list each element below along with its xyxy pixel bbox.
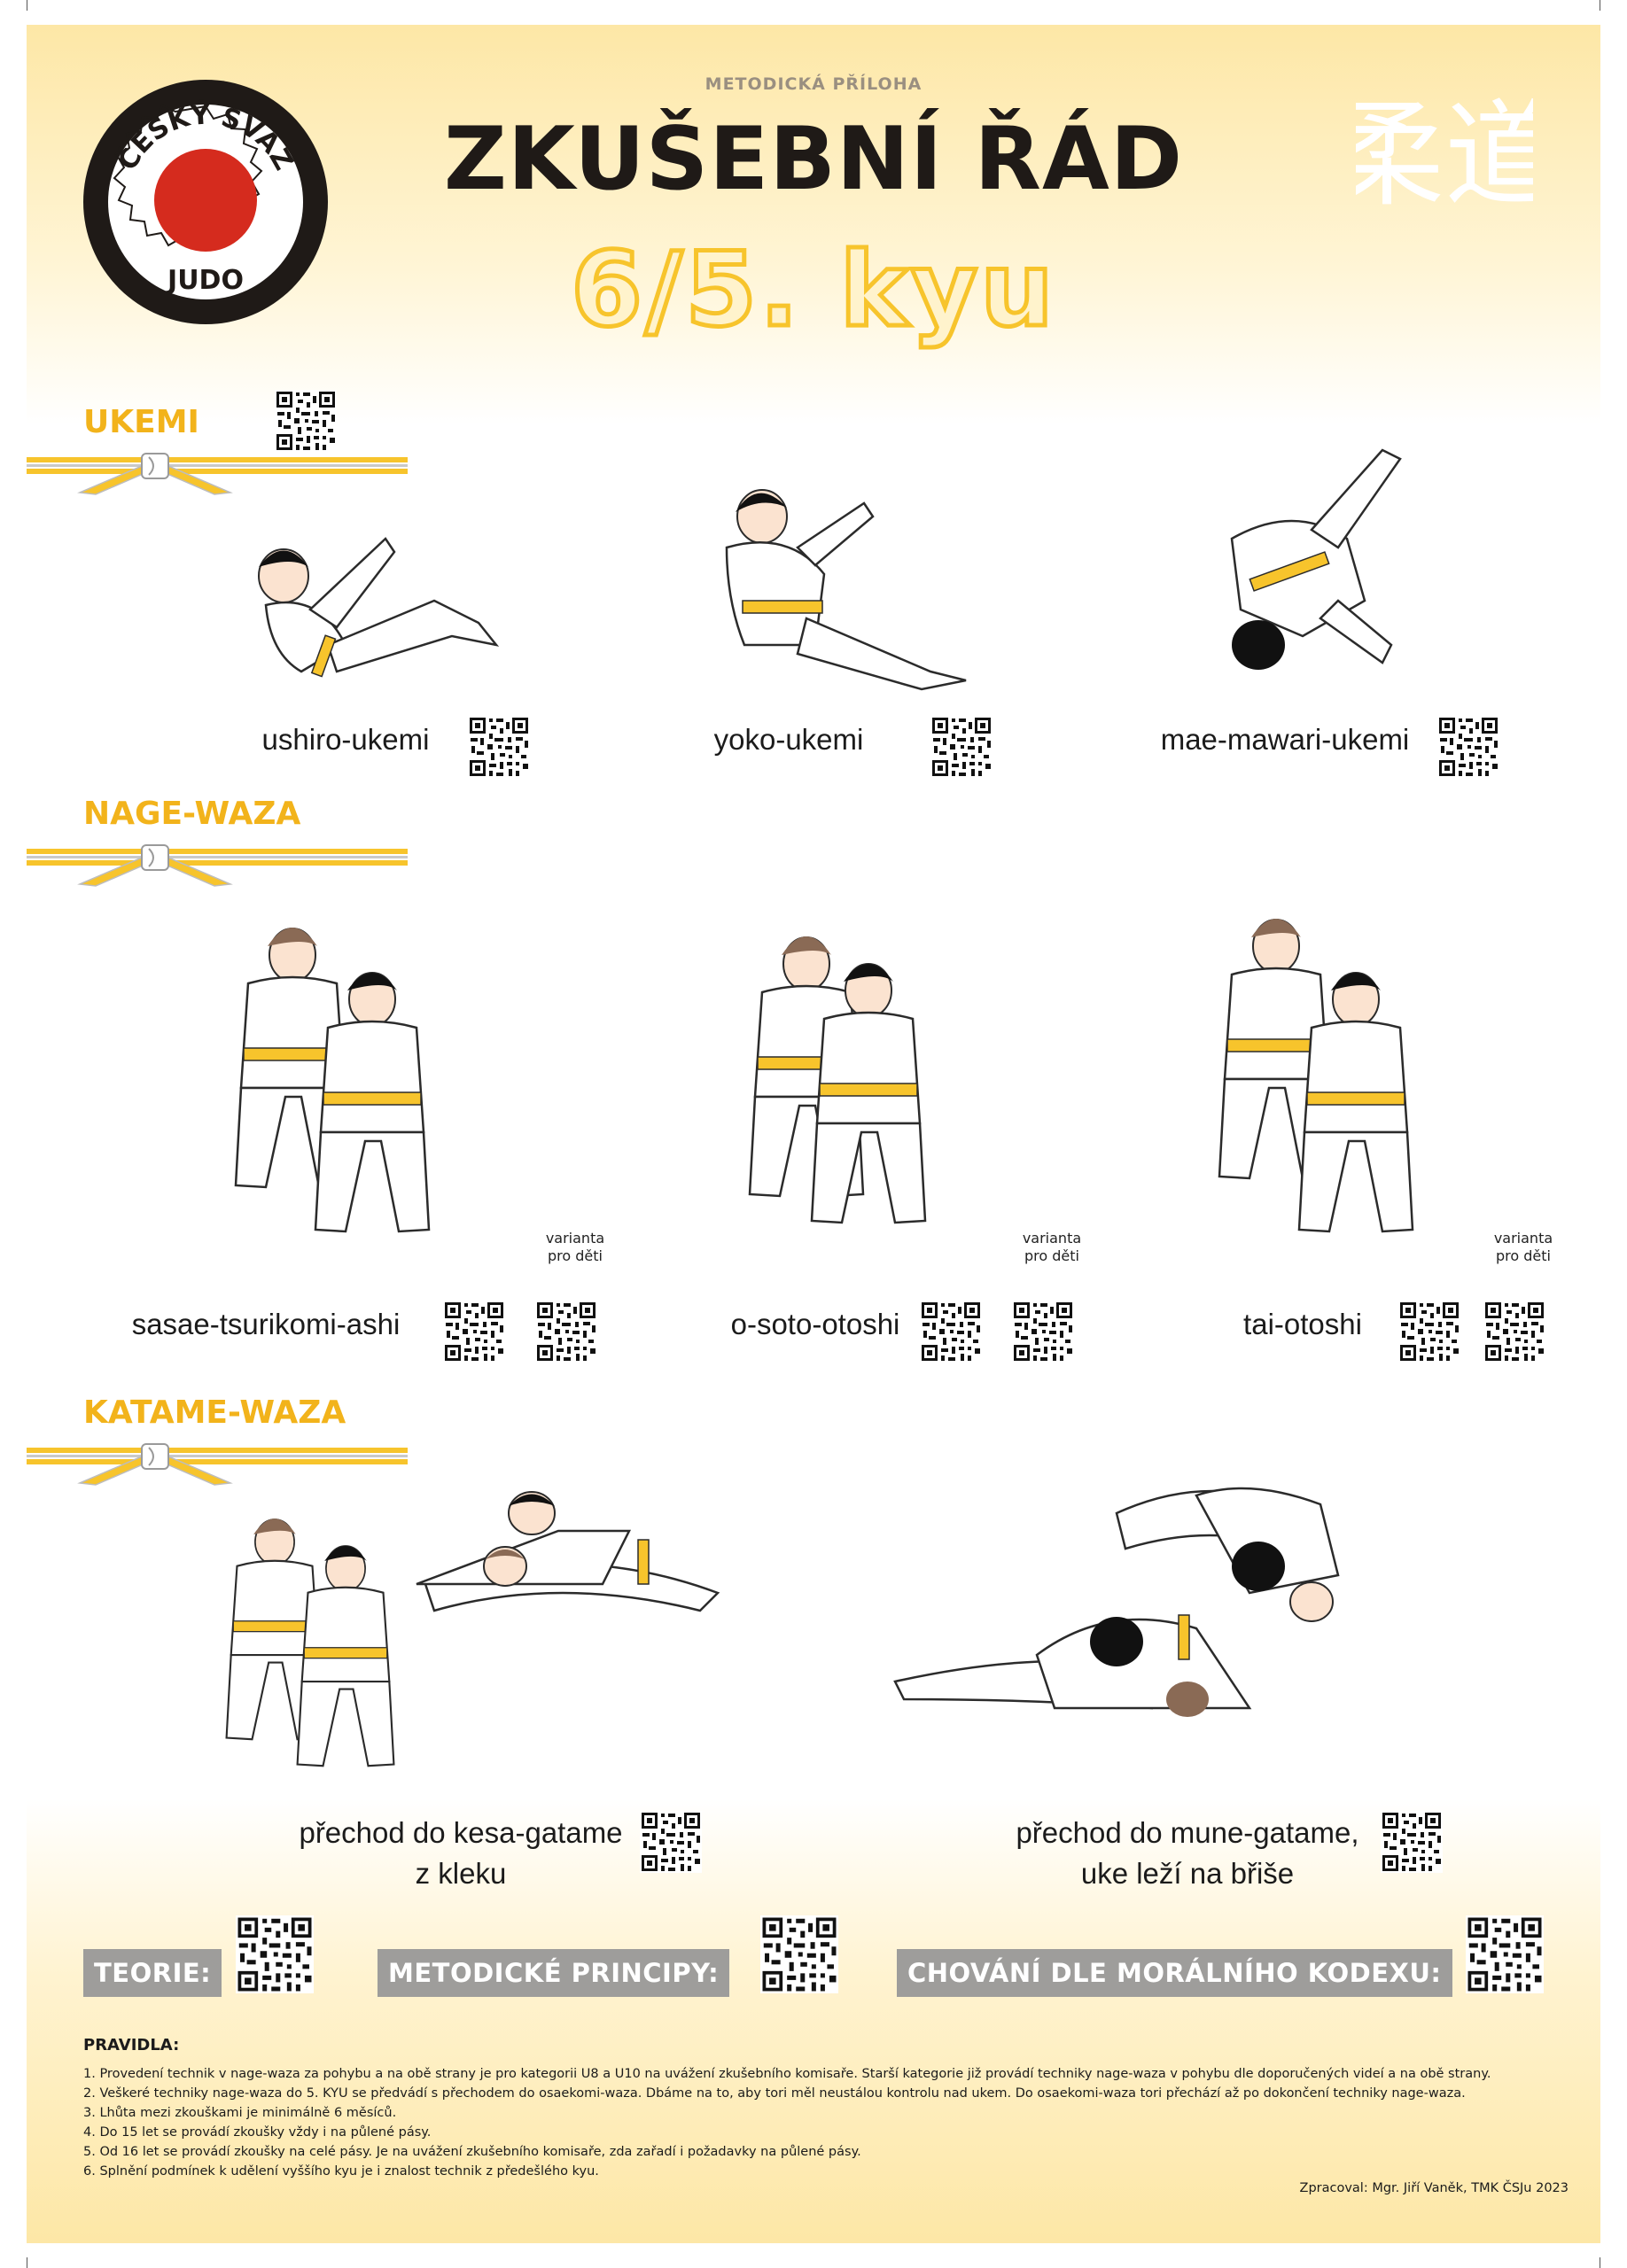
qr-code-yoko-ukemi[interactable] bbox=[930, 716, 994, 780]
rules-list: 1. Provedení technik v nage-waza za pohy… bbox=[83, 2064, 1572, 2181]
qr-code-tai-otoshi-kids[interactable] bbox=[1483, 1301, 1547, 1364]
kanji-text: 柔道 bbox=[1356, 88, 1533, 222]
page-subtitle: METODICKÁ PŘÍLOHA bbox=[705, 74, 922, 94]
section-title-ukemi: UKEMI bbox=[83, 404, 199, 440]
figure-o-soto-otoshi bbox=[748, 935, 927, 1224]
figure-sasae-tsurikomi-ashi bbox=[234, 926, 431, 1233]
label-sasae-tsurikomi-ashi: sasae-tsurikomi-ashi bbox=[131, 1308, 401, 1340]
qr-code-teorie[interactable] bbox=[236, 1915, 314, 1993]
figure-ushiro-ukemi bbox=[258, 537, 500, 678]
rule-item: 3. Lhůta mezi zkouškami je minimálně 6 m… bbox=[83, 2106, 397, 2120]
label-o-soto-otoshi: o-soto-otoshi bbox=[730, 1308, 900, 1340]
label-mae-mawari-ukemi: mae-mawari-ukemi bbox=[1160, 723, 1410, 756]
qr-code-ushiro-ukemi[interactable] bbox=[468, 716, 532, 780]
figure-yoko-ukemi bbox=[725, 489, 967, 691]
csju-logo: ČESKÝ SVAZ JUDO bbox=[82, 78, 330, 326]
qr-code-sasae-tsurikomi-ashi[interactable] bbox=[443, 1301, 507, 1364]
label-kesa-gatame-transition: přechod do kesa-gatame z kleku bbox=[248, 1813, 673, 1894]
section-title-nage-waza: NAGE-WAZA bbox=[83, 796, 301, 832]
qr-code-ukemi[interactable] bbox=[275, 390, 339, 454]
variant-label: varianta pro děti bbox=[1022, 1230, 1082, 1264]
label-line: z kleku bbox=[415, 1857, 507, 1890]
rule-item: 4. Do 15 let se provádí zkoušky vždy i n… bbox=[83, 2125, 432, 2140]
label-yoko-ukemi: yoko-ukemi bbox=[713, 723, 864, 756]
qr-code-o-soto-otoshi[interactable] bbox=[920, 1301, 984, 1364]
qr-code-o-soto-otoshi-kids[interactable] bbox=[1012, 1301, 1076, 1364]
label-line: uke leží na břiše bbox=[1080, 1857, 1295, 1890]
rule-item: 1. Provedení technik v nage-waza za pohy… bbox=[83, 2067, 1491, 2081]
rule-item: 2. Veškeré techniky nage-waza do 5. KYU … bbox=[83, 2086, 1466, 2101]
page-title: ZKUŠEBNÍ ŘÁD bbox=[443, 109, 1184, 210]
qr-code-metodicke-principy[interactable] bbox=[760, 1915, 838, 1993]
label-tai-otoshi: tai-otoshi bbox=[1243, 1308, 1362, 1340]
qr-code-mune-gatame[interactable] bbox=[1381, 1811, 1444, 1875]
label-line: přechod do mune-gatame, bbox=[1016, 1816, 1359, 1849]
teorie-label: TEORIE: bbox=[83, 1949, 222, 1997]
variant-label: varianta pro děti bbox=[545, 1230, 605, 1264]
figure-kesa-gatame-transition bbox=[225, 1491, 720, 1767]
qr-code-moralni-kodex[interactable] bbox=[1466, 1915, 1544, 1993]
qr-code-kesa-gatame[interactable] bbox=[640, 1811, 704, 1875]
poster-page: ČESKÝ SVAZ JUDO METODICKÁ PŘÍLOHA ZKUŠEB… bbox=[27, 25, 1600, 2243]
credit-text: Zpracoval: Mgr. Jiří Vaněk, TMK ČSJu 202… bbox=[1299, 2181, 1569, 2195]
figure-mune-gatame-transition bbox=[893, 1487, 1340, 1717]
qr-code-mae-mawari-ukemi[interactable] bbox=[1437, 716, 1501, 780]
figure-mae-mawari-ukemi bbox=[1230, 448, 1402, 670]
variant-label: varianta pro děti bbox=[1493, 1230, 1553, 1264]
label-mune-gatame-transition: přechod do mune-gatame, uke leží na břiš… bbox=[966, 1813, 1409, 1894]
label-line: přechod do kesa-gatame bbox=[299, 1816, 623, 1849]
rules-title: PRAVIDLA: bbox=[83, 2036, 180, 2054]
rule-item: 5. Od 16 let se provádí zkoušky na celé … bbox=[83, 2145, 861, 2159]
belt-divider bbox=[27, 453, 408, 495]
kyu-level: 6/5. kyu bbox=[569, 229, 1056, 353]
moralni-kodex-label: CHOVÁNÍ DLE MORÁLNÍHO KODEXU: bbox=[897, 1949, 1452, 1997]
qr-code-tai-otoshi[interactable] bbox=[1398, 1301, 1462, 1364]
judo-kanji: 柔道 bbox=[1329, 80, 1560, 346]
section-title-katame-waza: KATAME-WAZA bbox=[83, 1394, 346, 1431]
metodicke-principy-label: METODICKÉ PRINCIPY: bbox=[378, 1949, 730, 1997]
label-ushiro-ukemi: ushiro-ukemi bbox=[261, 723, 430, 756]
logo-bottom-text: JUDO bbox=[166, 265, 244, 296]
qr-code-sasae-tsurikomi-ashi-kids[interactable] bbox=[535, 1301, 599, 1364]
figure-tai-otoshi bbox=[1218, 917, 1414, 1233]
rule-item: 6. Splnění podmínek k udělení vyššího ky… bbox=[83, 2164, 599, 2179]
